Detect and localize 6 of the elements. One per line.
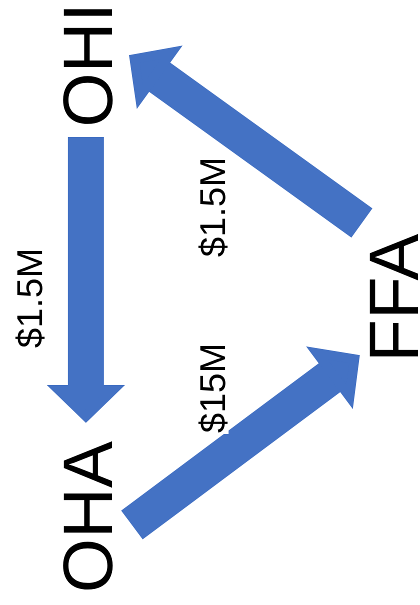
edge-label: $1.5M <box>14 246 46 350</box>
edge-label: $1.5M <box>197 156 229 258</box>
node-label: OHI <box>63 9 113 124</box>
edge-label: $15M <box>197 342 229 434</box>
node-label: OHA <box>63 441 113 590</box>
node-label: FFA <box>370 234 418 356</box>
